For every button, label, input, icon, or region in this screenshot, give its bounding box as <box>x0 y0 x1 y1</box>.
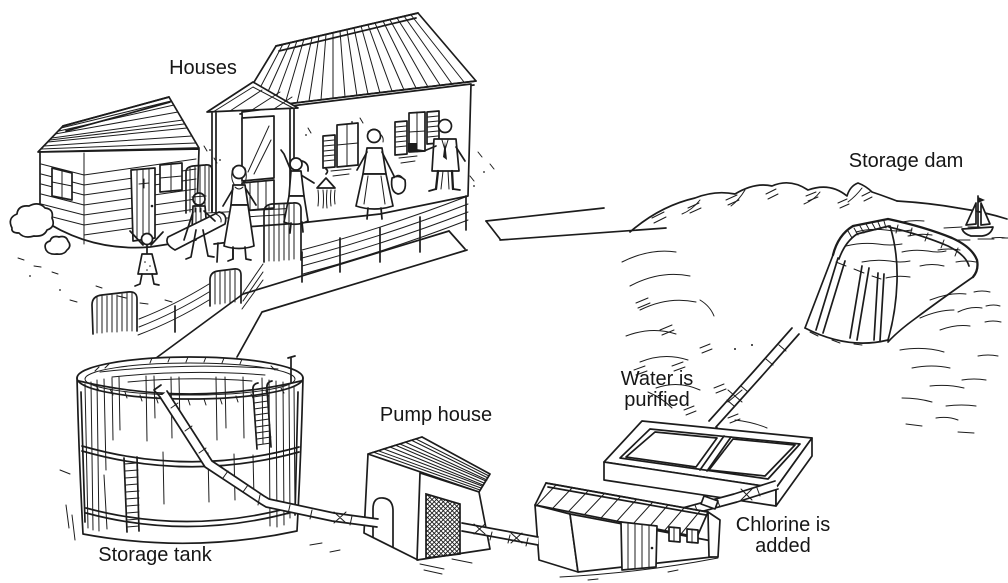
canyon-left <box>621 250 741 424</box>
label-chlorine-added: Chlorine is added <box>736 515 830 557</box>
pipeline-pump-to-tank <box>153 384 379 528</box>
label-water-purified-line1: Water is <box>620 368 694 390</box>
fence-gate-mid <box>209 268 242 307</box>
person-man-carrying-log <box>166 192 227 260</box>
label-water-purified: Water is purified <box>621 369 694 411</box>
pump-house-doorway <box>425 492 461 559</box>
label-chlorine-added-line2: added <box>755 535 811 557</box>
person-girl-waving <box>280 149 315 234</box>
fence-panel <box>263 202 302 263</box>
pump-house-building <box>363 436 491 575</box>
arched-doorway <box>372 497 394 548</box>
label-pump-house: Pump house <box>379 404 493 426</box>
pipeline-chlorine-to-pump <box>461 522 539 547</box>
storage-dam-illustration <box>621 181 1008 453</box>
right-house <box>206 12 477 228</box>
tank-vent <box>287 355 296 383</box>
left-house-windows <box>51 162 183 201</box>
fence <box>91 164 469 336</box>
dam-wall <box>804 217 979 346</box>
filter-bed-left <box>625 431 718 468</box>
pipeline-filter-to-chlorine <box>674 480 779 519</box>
reservoir-water <box>845 220 1007 307</box>
chlorine-door <box>620 521 658 571</box>
label-houses: Houses <box>169 57 237 79</box>
people-group <box>129 118 466 287</box>
pipeline-dam-to-filter <box>708 327 800 428</box>
label-water-purified-line2: purified <box>624 389 690 411</box>
label-storage-dam: Storage dam <box>848 150 964 172</box>
storage-tank-cylinder <box>59 355 341 553</box>
dam-buttresses <box>809 257 885 346</box>
hanging-whirligig <box>316 168 336 209</box>
fence-gate-left <box>91 291 138 335</box>
person-child <box>129 230 164 287</box>
right-house-window-2 <box>394 110 440 164</box>
person-woman-apron <box>355 128 407 220</box>
filter-bed-right <box>708 438 796 477</box>
yard-panel <box>185 164 213 214</box>
tank-ladder-upper <box>252 380 273 450</box>
person-man-suit <box>408 118 466 192</box>
houses-illustration <box>9 12 495 336</box>
mountains <box>629 181 1008 233</box>
ground-marks <box>17 117 495 305</box>
bushes <box>9 203 71 256</box>
label-chlorine-added-line1: Chlorine is <box>735 514 831 536</box>
chlorine-windows <box>668 526 699 544</box>
sailboat-icon <box>955 195 1008 241</box>
purification-basin <box>603 420 813 507</box>
left-house-door <box>130 167 156 242</box>
right-house-window-1 <box>322 122 359 177</box>
tank-ladder-lower <box>123 456 140 533</box>
left-house <box>37 96 200 249</box>
porch <box>206 81 299 220</box>
label-storage-tank: Storage tank <box>98 544 212 566</box>
chlorine-building <box>534 482 721 581</box>
person-woman-long-hair <box>222 164 257 262</box>
